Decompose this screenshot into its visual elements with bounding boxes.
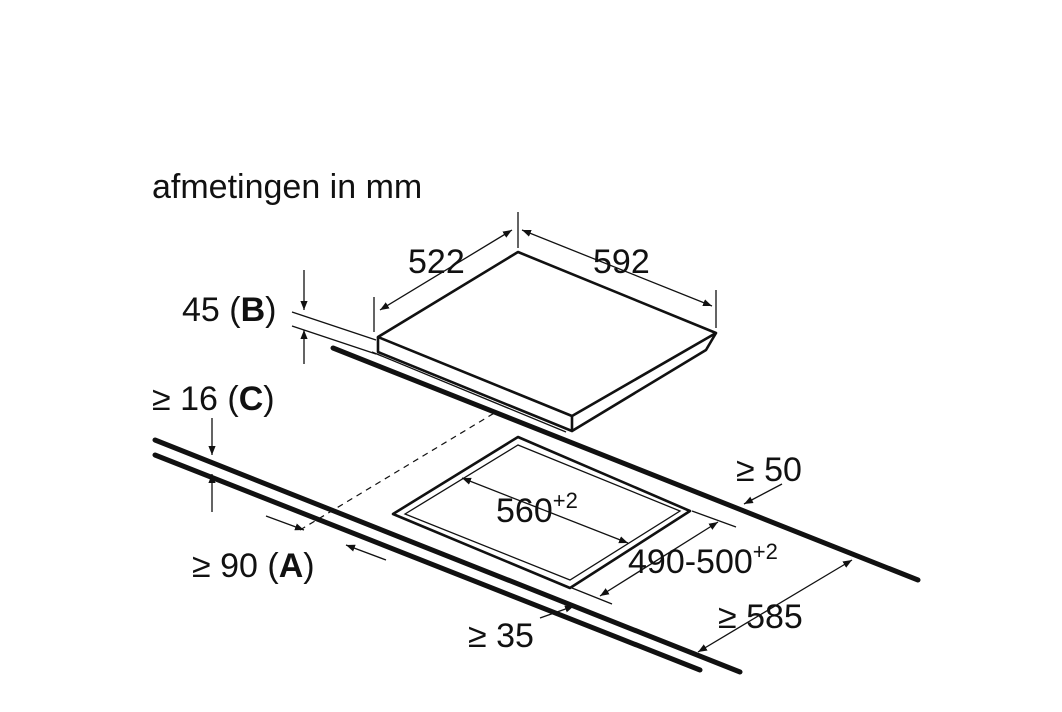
title-label: afmetingen in mm — [152, 168, 422, 206]
width-label: 592 — [593, 243, 650, 281]
worktop-cutout — [391, 435, 692, 590]
rear-clearance-dimension — [743, 483, 783, 505]
cutout-width-label: 560+2 — [496, 488, 578, 530]
cutout-depth-label: 490-500+2 — [628, 539, 778, 581]
depth-dimension — [373, 212, 519, 332]
front-clearance-label: ≥ 35 — [468, 617, 534, 655]
worktop-rear-edge — [330, 345, 921, 583]
worktop-bottom-front-edge — [152, 452, 703, 673]
cutout-depth-dimension — [571, 510, 737, 605]
height-dimension — [291, 270, 377, 364]
rear-clearance-label: ≥ 50 — [736, 451, 802, 489]
worktop-depth-label: ≥ 585 — [718, 598, 803, 636]
depth-label: 522 — [408, 243, 465, 281]
projection-line — [299, 411, 497, 531]
width-dimension — [521, 229, 717, 328]
height-label: 45 (B) — [182, 291, 276, 329]
worktop-depth-dimension — [697, 559, 853, 653]
worktop-top-front-edge — [152, 437, 743, 675]
thickness-label: ≥ 16 (C) — [152, 380, 275, 418]
side-clearance-dimension — [265, 515, 387, 561]
side-clearance-label: ≥ 90 (A) — [192, 547, 315, 585]
front-clearance-dimension — [539, 605, 575, 619]
